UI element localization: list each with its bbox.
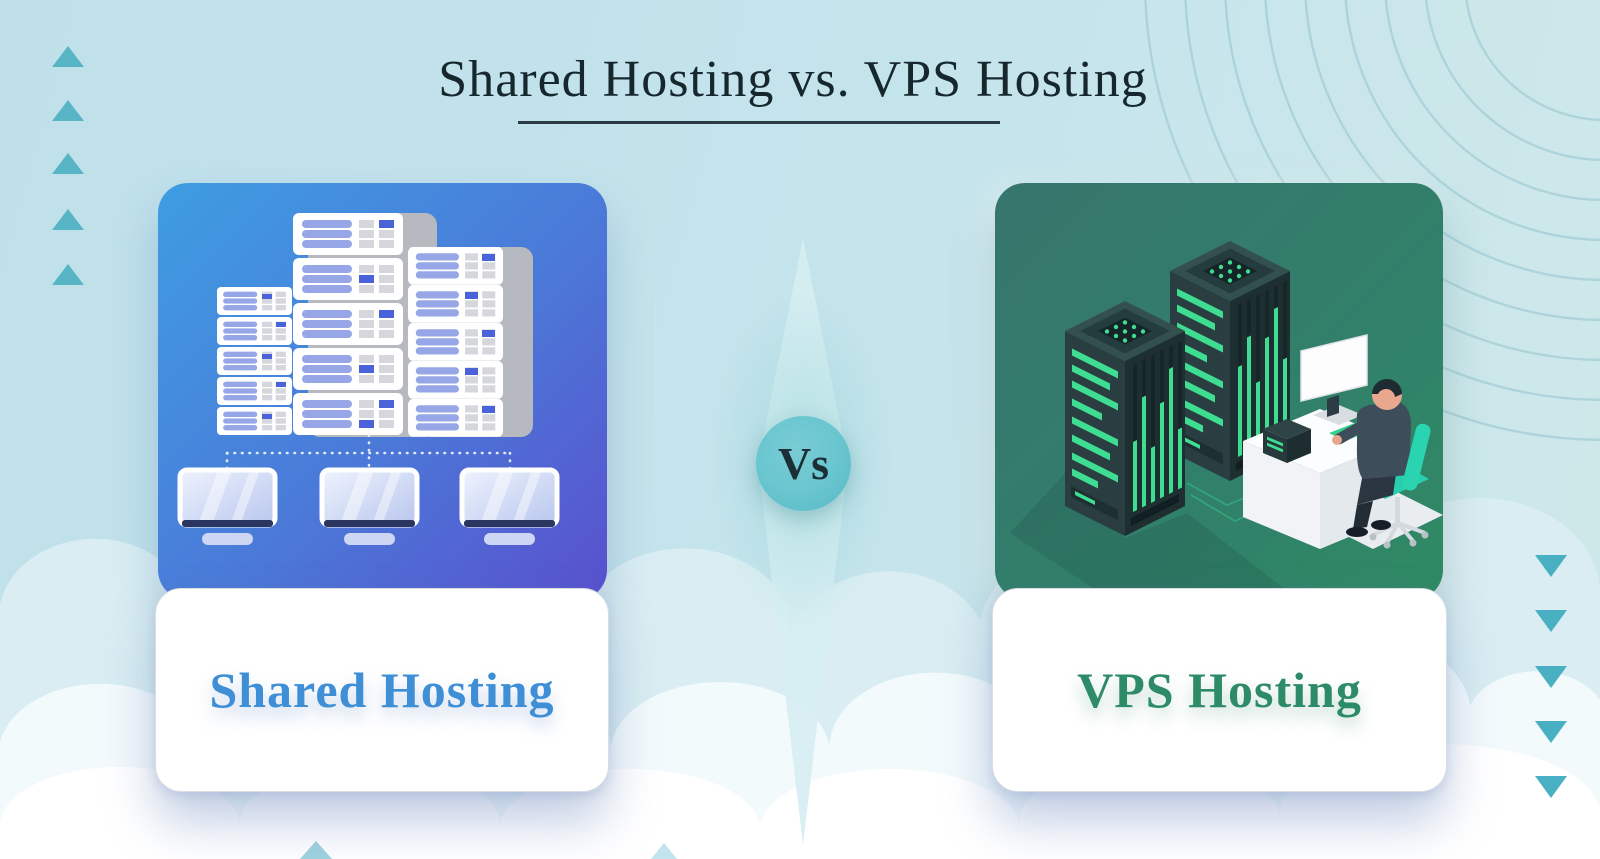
network-dotted-lines (225, 433, 512, 471)
center-diamond (758, 238, 848, 845)
desk-server-box (1263, 419, 1311, 463)
client-monitors (180, 470, 557, 545)
versus-badge: Vs (756, 416, 851, 511)
shared-hosting-panel (158, 183, 607, 600)
office-chair-base (1369, 497, 1429, 549)
versus-badge-text: Vs (777, 438, 830, 489)
vps-hosting-label-card: VPS Hosting (992, 588, 1447, 792)
admin-desk-scene (1243, 334, 1443, 549)
vps-hosting-illustration (1010, 241, 1443, 600)
shared-hosting-label-card: Shared Hosting (155, 588, 609, 792)
vps-hosting-panel (995, 183, 1443, 600)
server-led-accents (262, 220, 495, 428)
admin-person (1332, 379, 1411, 537)
shared-hosting-label: Shared Hosting (209, 662, 555, 718)
server-rack-left (217, 287, 293, 436)
page-title: Shared Hosting vs. VPS Hosting (438, 50, 1147, 109)
chair-back (1402, 423, 1431, 491)
vps-hosting-label: VPS Hosting (1077, 662, 1362, 718)
client-monitor (180, 470, 275, 545)
title-underline (518, 121, 1000, 124)
client-monitor (322, 470, 417, 545)
server-tower-front (1065, 301, 1185, 536)
desk-monitor (1300, 334, 1368, 425)
page-title-text: Shared Hosting vs. VPS Hosting (438, 51, 1148, 108)
bottom-edge-triangles (300, 841, 677, 859)
left-triangle-column (52, 46, 84, 285)
shared-hosting-illustration (158, 213, 607, 600)
right-triangle-column (1535, 555, 1567, 798)
client-monitor (462, 470, 557, 545)
